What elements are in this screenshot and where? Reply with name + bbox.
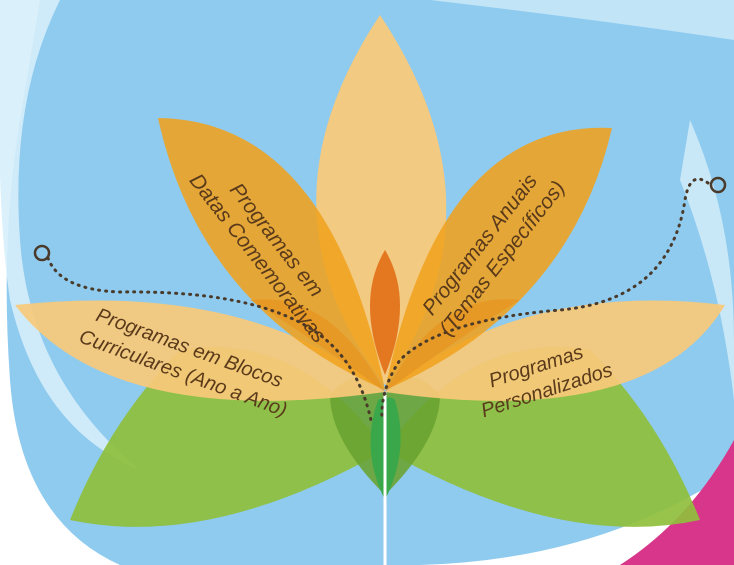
green-petal-center-left: [330, 377, 385, 495]
orange-petal-lower-right: [385, 299, 520, 392]
dotted-curve-right: [380, 177, 710, 422]
background-light-swirl: [0, 0, 140, 470]
background-light-band: [430, 0, 734, 40]
dotted-curve-right-end-circle: [709, 176, 727, 194]
dotted-curve-left-end-circle: [33, 244, 51, 262]
background-right-swirl: [680, 120, 734, 400]
magenta-accent: [620, 440, 734, 565]
side-petal-right: [385, 300, 725, 401]
green-petal-center-right: [385, 377, 440, 495]
dotted-curve-left: [46, 256, 374, 427]
side-petal-left: [15, 300, 385, 401]
orange-petal-lower-left: [250, 299, 385, 392]
petal-overlap-center: [370, 250, 400, 375]
